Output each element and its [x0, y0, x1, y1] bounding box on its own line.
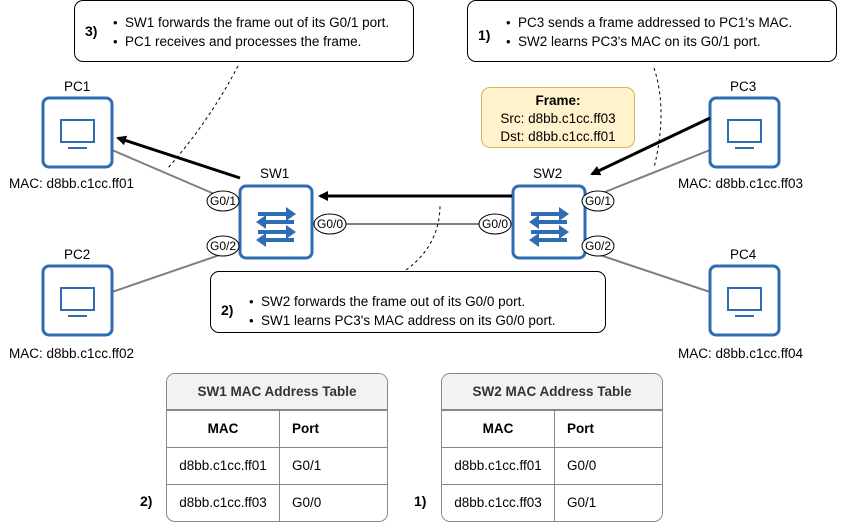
frame-title: Frame: [535, 93, 581, 108]
pc2-mac: MAC: d8bb.c1cc.ff02 [9, 346, 135, 361]
table-row: d8bb.c1cc.ff01 G0/1 [167, 447, 387, 484]
callout-step-number: 3) [85, 23, 98, 39]
table-row: d8bb.c1cc.ff03 G0/1 [442, 484, 662, 521]
sw2-label: SW2 [533, 166, 563, 181]
callout-step-3: 3) SW1 forwards the frame out of its G0/… [74, 0, 414, 62]
col-port-header: Port [292, 421, 319, 436]
pointer-callout-1 [653, 67, 662, 169]
table-header-row: MAC Port [442, 410, 662, 447]
callout-line: SW2 forwards the frame out of its G0/0 p… [249, 292, 555, 311]
table-row: d8bb.c1cc.ff03 G0/0 [167, 484, 387, 521]
callout-line: SW1 learns PC3's MAC address on its G0/0… [249, 311, 555, 330]
port-cell: G0/0 [567, 458, 597, 473]
pc1-mac: MAC: d8bb.c1cc.ff01 [9, 176, 135, 191]
table-row: d8bb.c1cc.ff01 G0/0 [442, 447, 662, 484]
callout-step-number: 1) [478, 27, 491, 43]
frame-src: Src: d8bb.c1cc.ff03 [500, 111, 616, 126]
pointer-callout-2 [405, 204, 441, 271]
sw1-port-g01-oval [206, 190, 240, 212]
callout-step-number: 2) [221, 302, 234, 318]
frame-dst: Dst: d8bb.c1cc.ff01 [500, 129, 616, 144]
sw2-port-g02-label: G0/2 [585, 239, 611, 253]
sw2-port-g01-oval [581, 190, 615, 212]
frame-info-box: Frame: Src: d8bb.c1cc.ff03 Dst: d8bb.c1c… [481, 87, 635, 148]
port-cell: G0/1 [292, 458, 322, 473]
sw2-port-g01-label: G0/1 [585, 194, 611, 208]
pointer-callout-3 [167, 65, 239, 169]
pc4-mac: MAC: d8bb.c1cc.ff04 [678, 346, 804, 361]
pc3-icon[interactable] [708, 96, 781, 169]
sw2-port-g02-oval [581, 235, 615, 257]
mac-cell: d8bb.c1cc.ff01 [167, 448, 280, 484]
sw1-port-g00-oval [313, 213, 347, 235]
col-mac-header: MAC [167, 411, 280, 447]
sw1-icon[interactable] [238, 184, 314, 260]
callout-step-2: 2) SW2 forwards the frame out of its G0/… [210, 271, 606, 333]
table-title: SW1 MAC Address Table [167, 374, 387, 410]
col-port-header: Port [567, 421, 594, 436]
sw1-port-g02-label: G0/2 [210, 239, 236, 253]
link-pc3-sw2 [584, 149, 711, 201]
col-mac-header: MAC [442, 411, 555, 447]
pc1-label: PC1 [64, 79, 91, 94]
port-cell: G0/1 [567, 495, 597, 510]
pc4-label: PC4 [730, 247, 757, 262]
pc3-mac: MAC: d8bb.c1cc.ff03 [678, 176, 804, 191]
callout-line: PC3 sends a frame addressed to PC1's MAC… [506, 13, 792, 32]
sw1-port-g01-label: G0/1 [210, 194, 236, 208]
table-header-row: MAC Port [167, 410, 387, 447]
link-pc4-sw2 [584, 249, 711, 293]
callout-line: SW1 forwards the frame out of its G0/1 p… [113, 13, 389, 32]
mac-cell: d8bb.c1cc.ff01 [442, 448, 555, 484]
sw1-mac-table: SW1 MAC Address Table MAC Port d8bb.c1cc… [166, 373, 388, 522]
callout-line: SW2 learns PC3's MAC on its G0/1 port. [506, 32, 792, 51]
sw1-table-step-label: 2) [140, 493, 153, 509]
arrow-sw1-to-pc1 [116, 135, 241, 180]
sw1-port-g00-label: G0/0 [317, 217, 343, 231]
table-title: SW2 MAC Address Table [442, 374, 662, 410]
callout-line: PC1 receives and processes the frame. [113, 32, 389, 51]
pc1-icon[interactable] [41, 96, 114, 169]
mac-cell: d8bb.c1cc.ff03 [442, 485, 555, 521]
port-cell: G0/0 [292, 495, 322, 510]
arrow-pc3-to-sw2 [590, 116, 711, 176]
sw2-table-step-label: 1) [414, 493, 427, 509]
mac-cell: d8bb.c1cc.ff03 [167, 485, 280, 521]
callout-step-1: 1) PC3 sends a frame addressed to PC1's … [467, 0, 837, 62]
pc3-label: PC3 [730, 79, 757, 94]
sw1-label: SW1 [260, 166, 290, 181]
sw1-port-g02-oval [206, 235, 240, 257]
pc2-icon[interactable] [41, 264, 114, 337]
sw2-port-g00-label: G0/0 [482, 217, 508, 231]
sw2-icon[interactable] [511, 184, 587, 260]
sw2-port-g00-oval [478, 213, 512, 235]
sw2-mac-table: SW2 MAC Address Table MAC Port d8bb.c1cc… [441, 373, 663, 522]
pc4-icon[interactable] [708, 264, 781, 337]
pc2-label: PC2 [64, 247, 91, 262]
